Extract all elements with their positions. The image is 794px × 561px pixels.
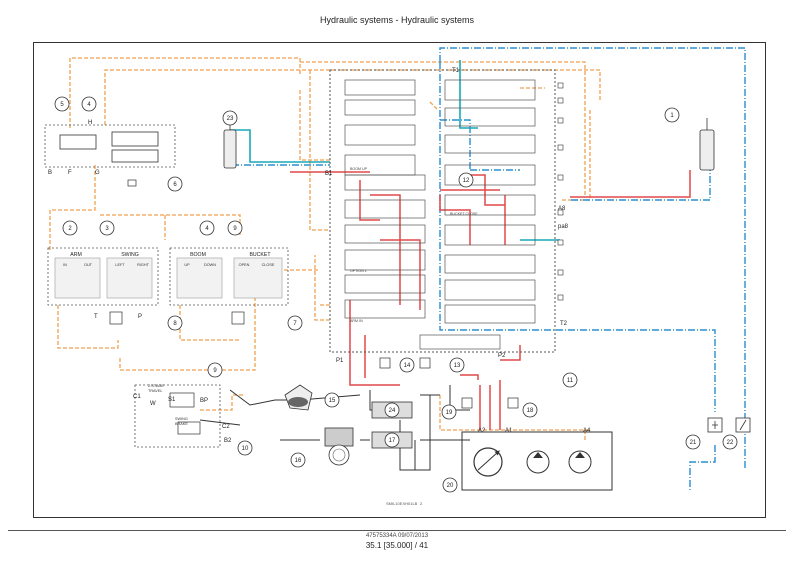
port-b2: B2 (224, 438, 232, 444)
callout-10: 10 (242, 446, 249, 452)
callout-12: 12 (463, 178, 470, 184)
port-t2: T2 (560, 321, 568, 327)
port-t: T (94, 314, 98, 320)
port-h: H (88, 120, 92, 126)
callout-17: 17 (389, 438, 396, 444)
footer-doc-code: 47575334A 09/07/2013 (365, 533, 429, 539)
label-2stage-travel: 2-STAGE (148, 384, 164, 388)
port-b1: B1 (325, 171, 333, 177)
valve-label-bucket-close: BUCKET CLOSE (450, 212, 478, 216)
pressure-lines (290, 170, 691, 430)
label-down: DOWN (204, 263, 216, 267)
callout-7: 7 (293, 321, 297, 327)
cyan-lines (230, 60, 560, 241)
callout-1: 1 (670, 113, 674, 119)
label-swing-brake-line2: BRAKE (175, 422, 188, 426)
port-f: F (68, 170, 72, 176)
port-w: W (150, 401, 156, 407)
label-2stage-travel-line2: TRAVEL (148, 389, 163, 393)
callout-8: 8 (173, 321, 177, 327)
cylinder-1 (699, 118, 715, 171)
port-a2: A2 (478, 428, 486, 434)
callout-13: 13 (454, 363, 461, 369)
port-a1: A1 (505, 428, 513, 434)
label-out: OUT (84, 263, 93, 267)
port-c1: C1 (133, 394, 141, 400)
left-joystick-block (47, 247, 159, 325)
label-swing-brake: SWING (175, 417, 188, 421)
port-p1: P1 (336, 358, 344, 364)
label-open: OPEN (239, 263, 250, 267)
label-right: RIGHT (137, 263, 149, 267)
port-p2: P2 (498, 353, 506, 359)
callout-4: 4 (87, 102, 91, 108)
port-s1: S1 (168, 397, 176, 403)
callout-4b: 4 (205, 226, 209, 232)
valve-label-arm-in: ARM IN (350, 319, 363, 323)
port-g: G (95, 170, 100, 176)
right-joystick-block (169, 247, 289, 325)
pedal-15 (284, 384, 313, 411)
callout-18: 18 (527, 408, 534, 414)
callout-3: 3 (105, 226, 109, 232)
callout-16: 16 (295, 458, 302, 464)
port-t1: T1 (452, 68, 460, 74)
label-left: LEFT (115, 263, 125, 267)
valve-21 (707, 417, 723, 433)
travel-brake-solenoid (134, 384, 221, 448)
diagram-frame (33, 42, 766, 518)
port-c2: C2 (222, 424, 230, 430)
callout-23: 23 (227, 116, 234, 122)
hydraulic-black-lines (199, 385, 470, 471)
valve-22 (735, 417, 751, 433)
callout-21: 21 (690, 440, 697, 446)
label-in: IN (63, 263, 67, 267)
figure-number: 2 (420, 501, 423, 506)
main-control-valve: BOOM UP BUCKET CLOSE OPTION 1 ARM IN (329, 69, 564, 353)
port-a4: A4 (583, 428, 591, 434)
callout-20: 20 (447, 483, 454, 489)
callout-6: 6 (173, 182, 177, 188)
label-close: CLOSE (262, 263, 275, 267)
footer-rule (8, 530, 786, 531)
callout-19: 19 (446, 410, 453, 416)
port-pa8: pa8 (558, 224, 569, 230)
cylinder-23 (223, 120, 237, 169)
control-unit-16 (324, 427, 354, 466)
pilot-lines (49, 57, 601, 440)
pump-block-20 (461, 431, 613, 491)
label-up: UP (184, 263, 190, 267)
figure-code: SMIL10EXH01LB (386, 501, 418, 506)
callout-9b: 9 (233, 226, 237, 232)
callout-22: 22 (727, 440, 734, 446)
callout-2: 2 (68, 226, 72, 232)
check-valves-18-19 (379, 357, 519, 409)
valve-label-option1: OPTION 1 (350, 269, 367, 273)
page-header: Hydraulic systems - Hydraulic systems (319, 15, 475, 25)
callout-11: 11 (567, 378, 574, 384)
valve-label-boom-up: BOOM UP (350, 167, 368, 171)
port-bp: BP (200, 398, 208, 404)
label-swing: SWING (121, 252, 139, 258)
callout-24: 24 (389, 408, 396, 414)
callout-15: 15 (329, 398, 336, 404)
port-p: P (138, 314, 142, 320)
callout-5: 5 (60, 102, 64, 108)
callout-14: 14 (404, 363, 411, 369)
pilot-solenoid-block (44, 124, 176, 187)
port-a8: A8 (558, 206, 566, 212)
label-bucket: BUCKET (249, 252, 271, 258)
port-b: B (48, 170, 52, 176)
label-arm: ARM (70, 252, 82, 258)
callouts (54, 96, 738, 493)
callout-9: 9 (213, 368, 217, 374)
footer-page-ref: 35.1 [35.000] / 41 (365, 541, 429, 550)
label-boom: BOOM (190, 252, 206, 258)
